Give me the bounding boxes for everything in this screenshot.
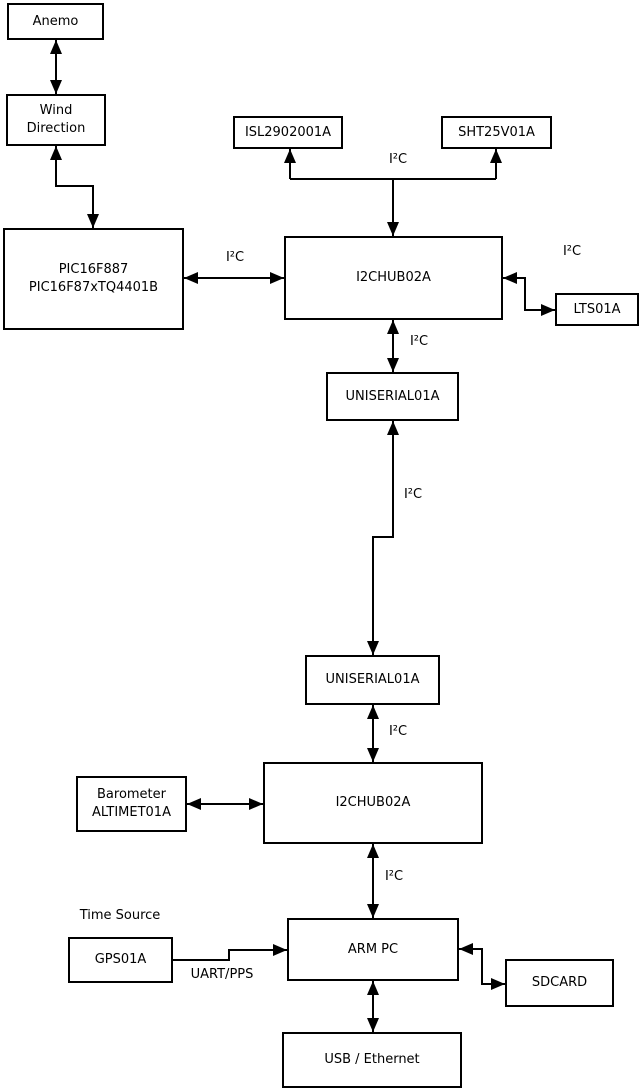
- node-anemo-label: Anemo: [32, 13, 79, 29]
- label-i2c-hub-lts: I²C: [562, 244, 582, 259]
- label-i2c-uniserial-hub: I²C: [388, 724, 408, 739]
- node-uniserial01a-top: UNISERIAL01A: [326, 372, 459, 421]
- node-uniserial01a-bottom-label: UNISERIAL01A: [325, 672, 420, 687]
- connector-uniserial-top-uniserial-bottom: [367, 421, 399, 655]
- connector-hub-top-lts01a: [503, 272, 555, 316]
- node-pic16f887-label: PIC16F887: [58, 262, 129, 277]
- node-uniserial01a-top-label: UNISERIAL01A: [345, 388, 440, 404]
- node-arm-pc-label: ARM PC: [347, 941, 399, 957]
- node-sht25v01a-label: SHT25V01A: [458, 124, 535, 140]
- node-gps01a: GPS01A: [68, 937, 173, 983]
- node-usb-ethernet-label: USB / Ethernet: [324, 1052, 420, 1067]
- node-sdcard-label: SDCARD: [531, 975, 588, 990]
- node-isl2902001a: ISL2902001A: [233, 116, 343, 149]
- node-gps01a-label: GPS01A: [94, 952, 147, 967]
- node-wind-direction-label: Wind: [39, 103, 73, 118]
- node-lts01a-label: LTS01A: [573, 301, 621, 317]
- node-sdcard: SDCARD: [505, 959, 614, 1007]
- connector-winddirection-pic: [50, 146, 99, 228]
- node-usb-ethernet: USB / Ethernet: [282, 1032, 462, 1088]
- label-i2c-sensor-bus: I²C: [388, 152, 408, 167]
- node-lts01a: LTS01A: [555, 293, 639, 326]
- node-i2chub02a-top: I2CHUB02A: [284, 236, 503, 320]
- label-uart-pps: UART/PPS: [190, 967, 254, 982]
- node-i2chub02a-bottom-label: I2CHUB02A: [335, 795, 411, 810]
- node-barometer-altimet01a-label: ALTIMET01A: [92, 805, 171, 820]
- label-i2c-pic-hub: I²C: [225, 250, 245, 265]
- label-i2c-hub-uniserial: I²C: [409, 334, 429, 349]
- label-i2c-long-link: I²C: [403, 487, 423, 502]
- node-uniserial01a-bottom: UNISERIAL01A: [305, 655, 440, 705]
- node-wind-direction-label: Direction: [26, 121, 86, 136]
- label-time-source: Time Source: [79, 908, 161, 923]
- label-i2c-hub-armpc: I²C: [384, 869, 404, 884]
- node-arm-pc: ARM PC: [287, 918, 459, 981]
- node-i2chub02a-bottom: I2CHUB02A: [263, 762, 483, 844]
- connector-gps-armpc: [173, 944, 287, 961]
- connector-armpc-sdcard: [459, 943, 505, 990]
- node-sht25v01a: SHT25V01A: [441, 116, 552, 149]
- node-pic16f887-label: PIC16F87xTQ4401B: [28, 280, 159, 295]
- node-i2chub02a-top-label: I2CHUB02A: [356, 270, 431, 285]
- node-anemo: Anemo: [7, 3, 104, 40]
- node-barometer-altimet01a-label: Barometer: [97, 787, 166, 802]
- node-isl2902001a-label: ISL2902001A: [244, 124, 332, 140]
